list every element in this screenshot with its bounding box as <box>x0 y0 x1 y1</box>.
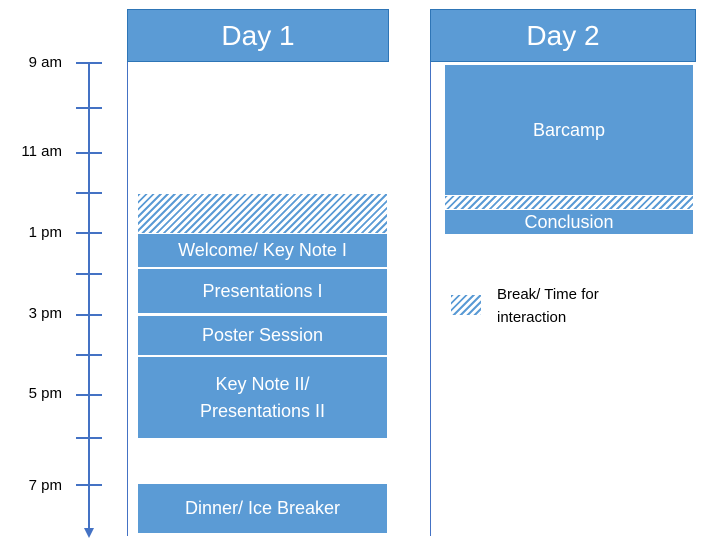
day1-session-presentations-1-label: Presentations I <box>202 280 323 301</box>
day1-break-block <box>138 194 387 233</box>
day1-session-welcome-label: Welcome/ Key Note I <box>178 240 347 260</box>
day1-session-keynote-2: Key Note II/ Presentations II <box>138 357 387 438</box>
time-label-1pm: 1 pm <box>28 224 62 241</box>
day2-column-border <box>430 62 431 536</box>
day1-session-dinner-label: Dinner/ Ice Breaker <box>184 498 341 518</box>
time-label-9am: 9 am <box>28 54 62 71</box>
day1-session-keynote-2-label: Key Note II/ Presentations II <box>199 373 326 421</box>
day1-session-welcome: Welcome/ Key Note I <box>138 234 387 267</box>
day1-header: Day 1 <box>127 9 389 62</box>
time-label-3pm: 3 pm <box>28 305 62 322</box>
day2-session-conclusion: Conclusion <box>445 210 693 234</box>
day2-session-barcamp-label: Barcamp <box>532 119 606 140</box>
day1-session-presentations-1: Presentations I <box>138 269 387 313</box>
legend-break-swatch <box>451 295 481 315</box>
time-label-11am: 11 am <box>21 143 62 160</box>
day1-column-border <box>127 62 128 536</box>
day2-session-conclusion-label: Conclusion <box>524 211 614 232</box>
day1-session-poster-label: Poster Session <box>201 325 324 345</box>
timeline-arrow-head <box>84 528 94 538</box>
legend-break-label: Break/ Time for interaction <box>497 286 599 326</box>
day2-header: Day 2 <box>430 9 696 62</box>
day2-break-block <box>445 196 693 209</box>
day1-session-dinner: Dinner/ Ice Breaker <box>138 484 387 533</box>
day2-session-barcamp: Barcamp <box>445 65 693 195</box>
day1-session-poster: Poster Session <box>138 316 387 355</box>
time-label-5pm: 5 pm <box>28 385 62 402</box>
time-label-7pm: 7 pm <box>28 477 62 494</box>
